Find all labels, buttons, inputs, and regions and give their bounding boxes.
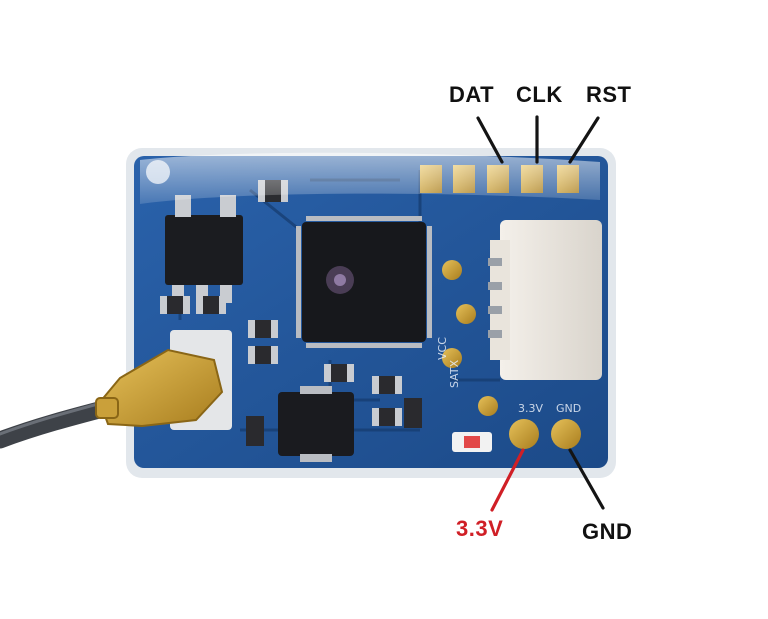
label-gnd: GND [582, 519, 633, 544]
svg-text:SATX: SATX [448, 359, 461, 388]
jst-pins [488, 258, 502, 338]
smd-resistor [160, 296, 190, 314]
pointer-line-gnd [568, 448, 605, 510]
pointer-line-rst [568, 116, 600, 164]
svg-text:3.3V: 3.3V [518, 402, 543, 415]
smd-resistor [248, 320, 278, 338]
label-dat: DAT [449, 82, 495, 107]
voltage-regulator [165, 215, 243, 285]
label-clk: CLK [516, 82, 563, 107]
pad-gnd [551, 419, 581, 449]
regulator-tab [220, 195, 236, 217]
smd-resistor [196, 296, 226, 314]
label-rst: RST [586, 82, 632, 107]
smd-resistor [372, 408, 402, 426]
svg-text:VCC: VCC [436, 337, 449, 360]
smd-capacitor [246, 416, 264, 446]
ufl-plug [98, 348, 224, 428]
svg-text:GND: GND [556, 402, 581, 415]
chip-pins [296, 216, 432, 348]
side-pads [442, 260, 498, 416]
smd-resistor [372, 376, 402, 394]
pointer-line-3v3 [490, 448, 525, 512]
power-inductor [278, 392, 354, 456]
silkscreen-text: 3.3V GND VCC SATX [436, 337, 581, 415]
smd-resistor [404, 398, 422, 428]
smd-resistor [248, 346, 278, 364]
pad-3v3 [509, 419, 539, 449]
wrap-highlight [140, 152, 600, 204]
regulator-tab [175, 195, 191, 217]
jst-connector [500, 220, 602, 380]
smd-resistor [324, 364, 354, 382]
label-3v3: 3.3V [456, 516, 504, 541]
pointer-line-dat [476, 116, 504, 164]
mcu-chip [302, 222, 426, 342]
wrap-bubble [146, 160, 170, 184]
